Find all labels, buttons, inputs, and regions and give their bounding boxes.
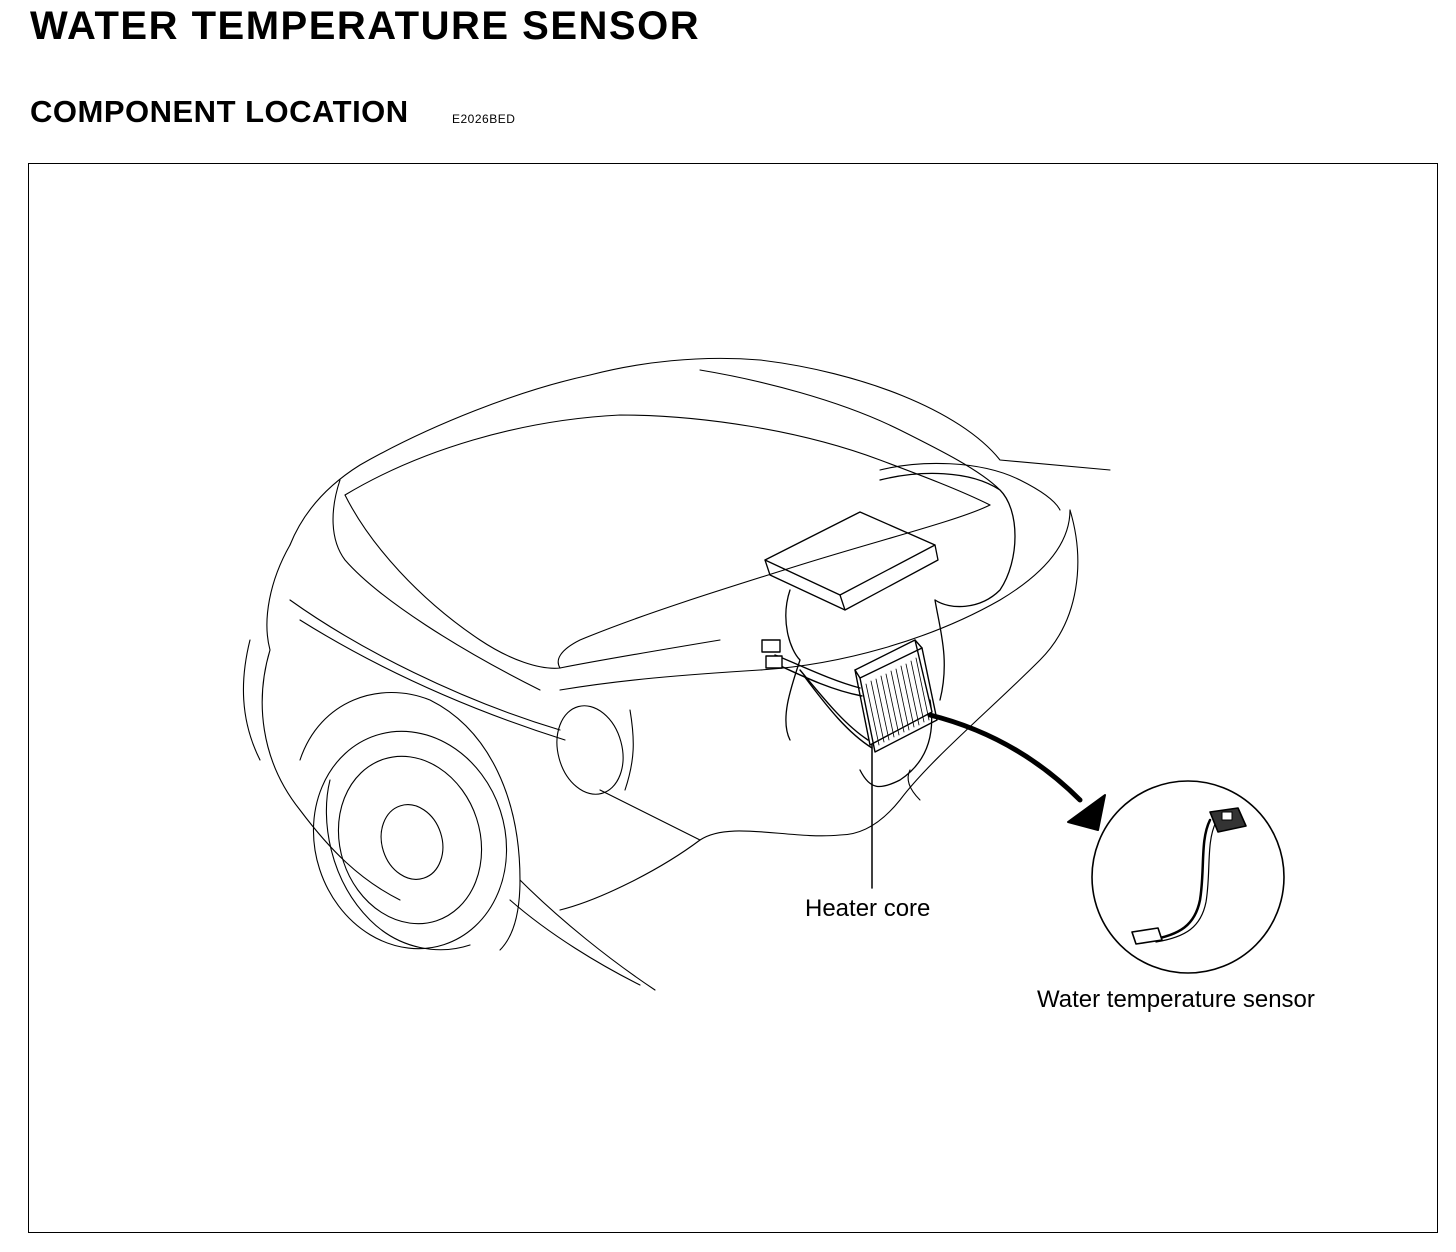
sensor-probe-icon [1131, 927, 1163, 945]
water-temperature-sensor-label: Water temperature sensor [1037, 986, 1315, 1013]
vehicle-outline [242, 357, 1111, 991]
document-code: E2026BED [452, 112, 516, 126]
wheel-arch [299, 692, 521, 951]
sensor-detail-circle [1091, 780, 1285, 974]
callout-arrow [927, 712, 1106, 831]
roof-outline [589, 357, 1111, 471]
fuel-door [556, 705, 624, 795]
roof-panel [344, 414, 991, 506]
wheel-icon [312, 730, 508, 950]
body-side [261, 649, 401, 901]
hvac-unit [764, 472, 1016, 788]
page-title: WATER TEMPERATURE SENSOR [30, 4, 701, 48]
section-heading: COMPONENT LOCATION [30, 94, 409, 129]
heater-core-label: Heater core [805, 895, 931, 922]
figure-frame [28, 163, 1438, 1233]
heater-core-icon [761, 639, 938, 753]
